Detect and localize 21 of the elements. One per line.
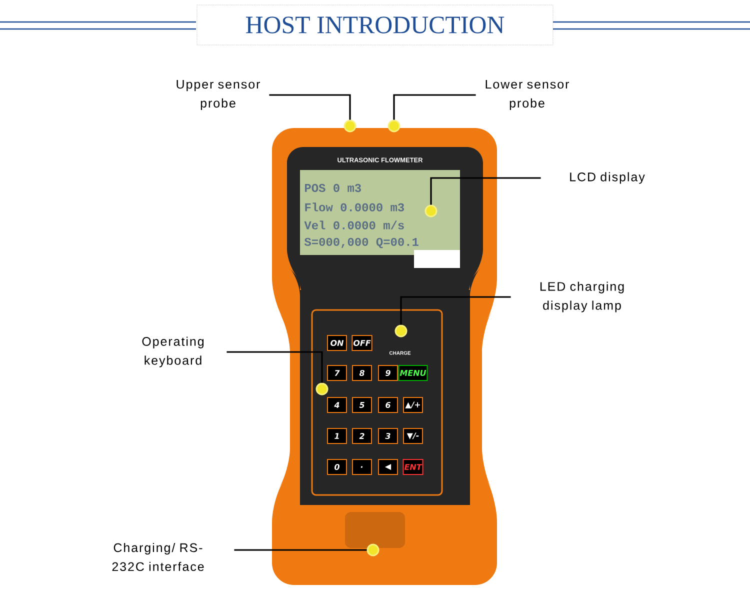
marker-dot	[366, 544, 380, 556]
callout-text: Upper sensor probe	[176, 80, 260, 110]
callout-text: LED charging display lamp	[540, 282, 624, 312]
callout-text: Lower sensor probe	[486, 80, 569, 110]
leader-line	[393, 94, 476, 120]
lcd-text: Flow 0.0000 m3	[305, 202, 404, 212]
title: HOST INTRODUCTION	[196, 4, 554, 46]
callout-text: Operating keyboard	[142, 336, 204, 368]
leader-line	[430, 177, 541, 205]
marker-dot	[388, 120, 400, 132]
lcd-text: S=000,000 Q=00.1	[304, 238, 418, 248]
leader-line	[269, 94, 351, 120]
leader-line	[234, 549, 367, 551]
marker-dot	[316, 382, 328, 396]
lcd-text: POS 0 m3	[305, 184, 361, 192]
marker-dot	[394, 324, 408, 338]
lcd-text: Vel 0.0000 m/s	[304, 220, 404, 230]
marker-dot	[424, 204, 438, 218]
callout-text: LCD display	[570, 172, 645, 184]
marker-dot	[344, 120, 356, 132]
callout-text: Charging/ RS-232C interface	[112, 542, 204, 572]
